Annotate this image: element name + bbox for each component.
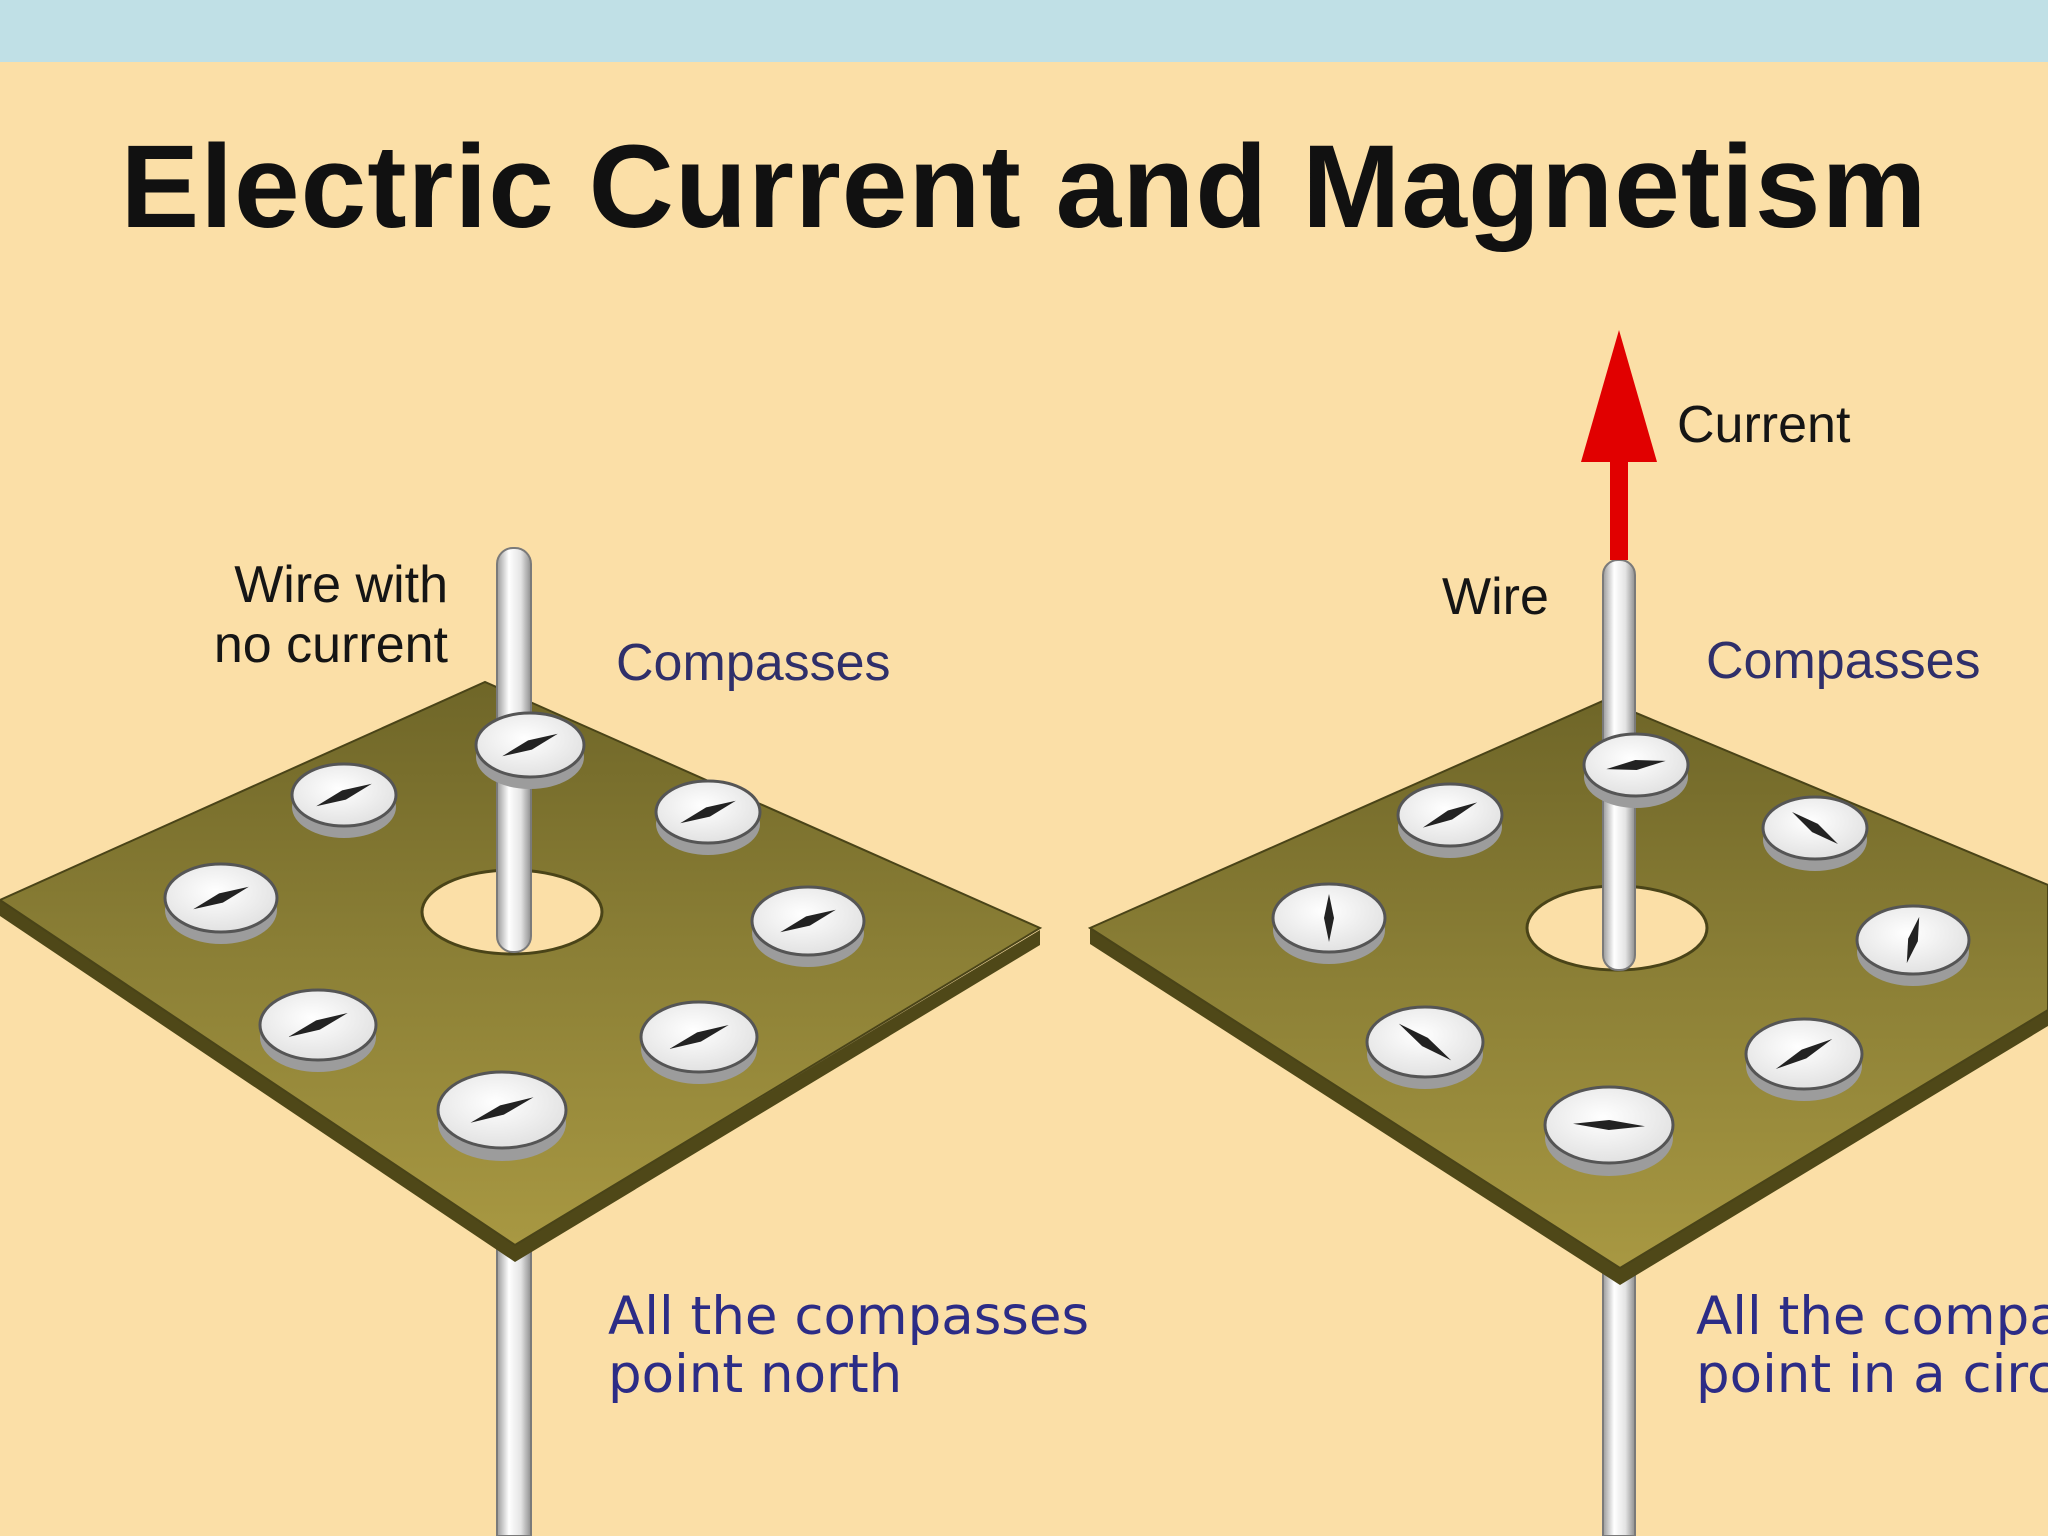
- left-wire-label-line2: no current: [213, 615, 448, 674]
- compass: [1761, 795, 1869, 871]
- left-compasses-label: Compasses: [616, 634, 891, 692]
- current-arrow: [1581, 330, 1657, 560]
- left-note-line2: point north: [608, 1344, 903, 1406]
- compass: [474, 711, 586, 789]
- compass: [1855, 904, 1971, 986]
- compass: [1396, 782, 1504, 858]
- right-compasses-label: Compasses: [1706, 632, 1981, 690]
- right-note-line1: All the compa: [1696, 1286, 2048, 1347]
- left-note: All the compasses point north: [608, 1286, 1090, 1406]
- compass: [290, 762, 398, 838]
- left-panel: [0, 547, 1043, 1536]
- left-wire-label-line1: Wire with: [234, 556, 448, 614]
- compass: [654, 779, 762, 855]
- right-note-line2: point in a circ: [1696, 1344, 2048, 1406]
- compass: [1582, 732, 1690, 808]
- left-wire-label: Wire with no current: [190, 556, 448, 676]
- compass: [1365, 1005, 1485, 1089]
- right-note: All the compa point in a circ: [1696, 1286, 2048, 1406]
- page-title: Electric Current and Magnetism: [120, 121, 1928, 253]
- compass: [1744, 1017, 1864, 1101]
- compass: [750, 885, 866, 967]
- right-wire-lower: [1602, 1254, 1636, 1536]
- top-strip: [0, 0, 2048, 62]
- compass: [1543, 1085, 1675, 1176]
- compass: [163, 862, 279, 944]
- current-label: Current: [1677, 396, 1851, 454]
- compass: [258, 988, 378, 1072]
- compass: [436, 1070, 568, 1161]
- right-panel: [1087, 330, 2048, 1536]
- right-wire-label: Wire: [1442, 568, 1549, 626]
- left-plate: [0, 680, 1043, 1247]
- left-note-line1: All the compasses: [608, 1286, 1090, 1347]
- left-wire-lower: [496, 1234, 532, 1536]
- compass: [639, 1000, 759, 1084]
- compass: [1271, 882, 1387, 964]
